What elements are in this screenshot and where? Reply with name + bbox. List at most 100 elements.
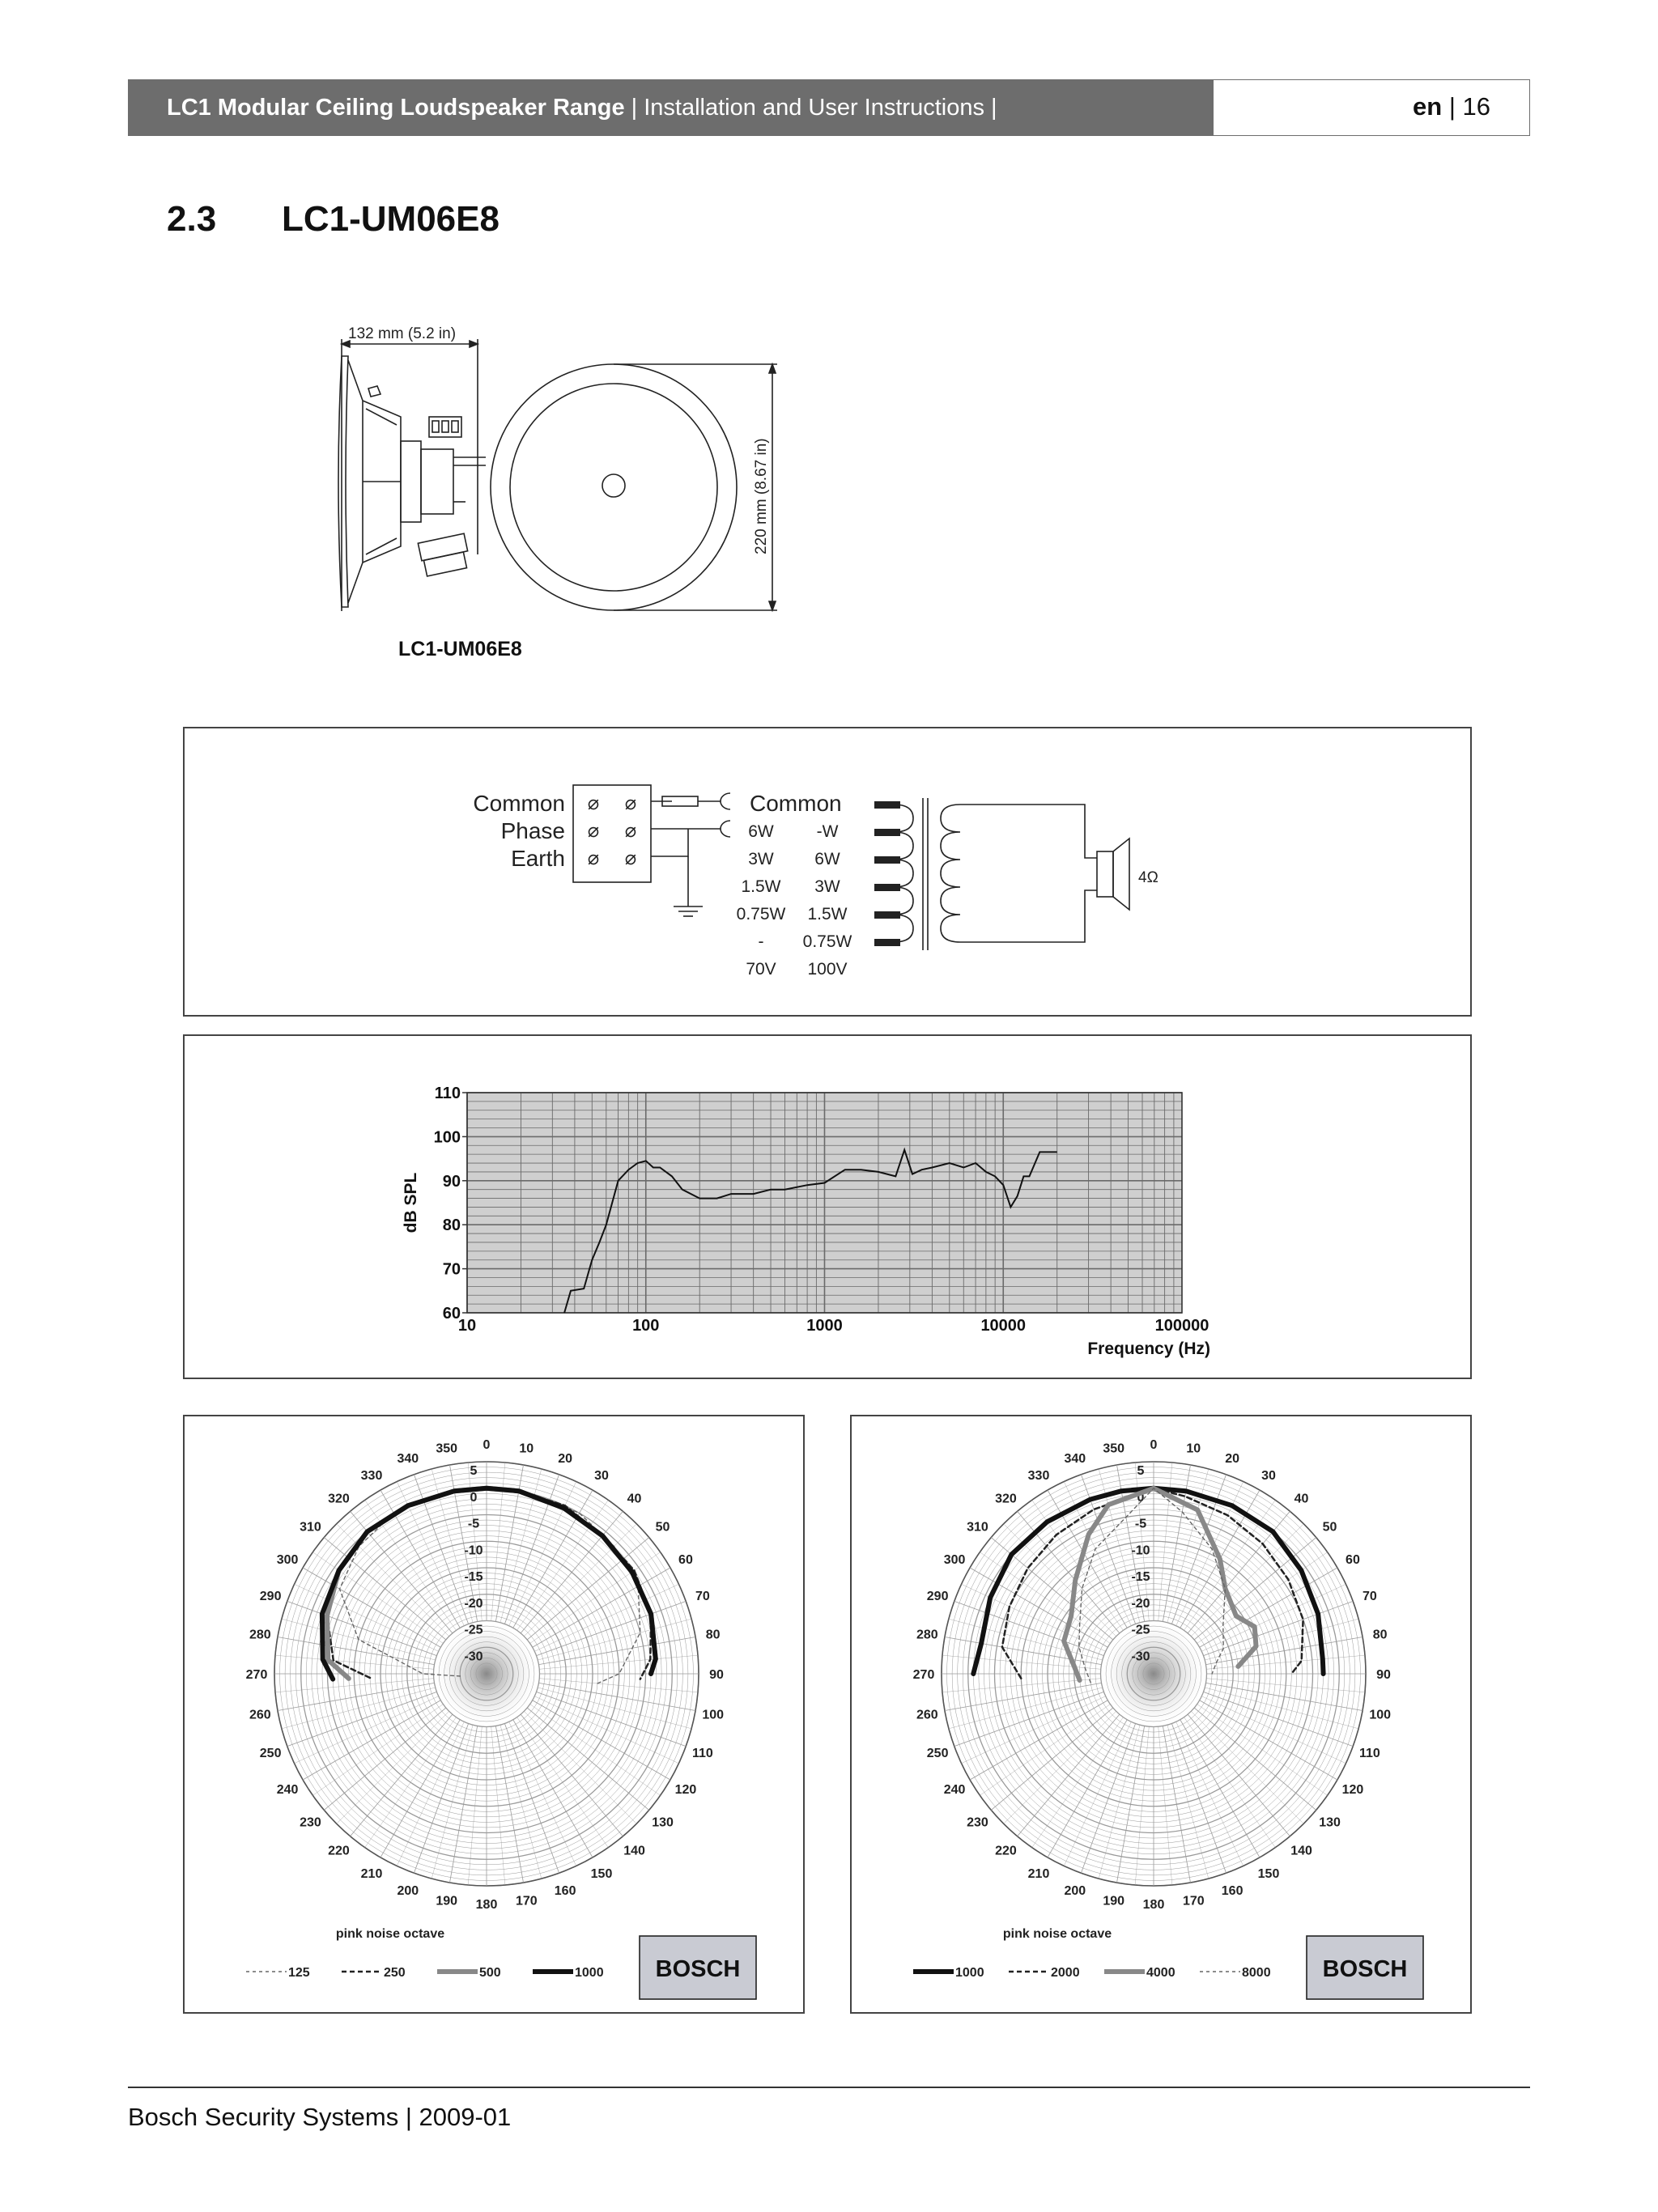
- angle-tick-label: 190: [1103, 1895, 1124, 1908]
- x-axis-label: Frequency (Hz): [1087, 1340, 1210, 1358]
- response-curve: [563, 1147, 1057, 1314]
- bosch-logo-box: [639, 1935, 757, 2000]
- x-tick-label: 10: [458, 1317, 476, 1335]
- angle-tick-label: 180: [1143, 1898, 1165, 1912]
- angle-tick-label: 110: [1359, 1747, 1380, 1760]
- header-title-bar: LC1 Modular Ceiling Loudspeaker Range | …: [128, 79, 1213, 136]
- angle-tick-label: 20: [558, 1452, 572, 1466]
- angle-tick-label: 280: [916, 1628, 938, 1642]
- angle-tick-label: 40: [1295, 1492, 1309, 1505]
- angle-tick-label: 260: [249, 1708, 271, 1722]
- angle-tick-label: 200: [397, 1884, 419, 1898]
- legend-label-2000: 2000: [1051, 1966, 1080, 1980]
- angle-tick-label: 70: [1363, 1590, 1377, 1603]
- angle-tick-label: 130: [1319, 1816, 1341, 1830]
- legend-label-125: 125: [288, 1966, 310, 1980]
- angle-tick-label: 100: [1369, 1708, 1391, 1722]
- angle-tick-label: 140: [1290, 1845, 1312, 1858]
- db-tick-label: 5: [1137, 1464, 1145, 1478]
- angle-tick-label: 30: [1261, 1469, 1276, 1483]
- angle-tick-label: 300: [944, 1553, 966, 1567]
- tap-wires: [874, 801, 900, 946]
- db-tick-label: -30: [1131, 1649, 1150, 1663]
- section-title: LC1-UM06E8: [282, 199, 500, 239]
- angle-tick-label: 160: [1222, 1884, 1244, 1898]
- angle-tick-label: 330: [1028, 1469, 1050, 1483]
- legend-label-250: 250: [384, 1966, 406, 1980]
- footer-text: Bosch Security Systems | 2009-01: [128, 2103, 512, 2131]
- product-title: LC1 Modular Ceiling Loudspeaker Range: [167, 95, 625, 121]
- angle-tick-label: 50: [656, 1520, 670, 1534]
- db-tick-label: 0: [470, 1491, 478, 1505]
- angle-tick-label: 40: [627, 1492, 642, 1505]
- y-tick-label: 80: [443, 1216, 461, 1234]
- angle-tick-label: 10: [519, 1441, 534, 1455]
- polar-center-shade: [1100, 1620, 1207, 1727]
- angle-tick-label: 210: [1028, 1867, 1050, 1881]
- db-tick-label: -15: [464, 1570, 483, 1584]
- angle-tick-label: 240: [277, 1783, 299, 1797]
- terminal-label-phase: Phase: [501, 818, 565, 843]
- angle-tick-label: 80: [706, 1628, 721, 1642]
- header-page-box: en | 16: [1213, 79, 1530, 136]
- angle-tick-label: 340: [1065, 1452, 1086, 1466]
- plot-frame: [466, 1092, 1183, 1314]
- section-number: 2.3: [167, 199, 217, 239]
- tap-70v-4: 0.75W: [737, 905, 786, 923]
- angle-tick-label: 100: [702, 1708, 724, 1722]
- db-tick-label: -15: [1131, 1570, 1150, 1584]
- polar-caption: pink noise octave: [1003, 1927, 1112, 1941]
- x-tick-label: 100: [632, 1317, 659, 1335]
- angle-tick-label: 250: [927, 1747, 949, 1760]
- angle-tick-label: 140: [623, 1845, 645, 1858]
- angle-tick-label: 310: [967, 1520, 988, 1534]
- bosch-logo-text: BOSCH: [1323, 1956, 1408, 1982]
- svg-text:⌀: ⌀: [588, 820, 599, 842]
- db-tick-label: -5: [1135, 1518, 1146, 1531]
- bosch-logo-text: BOSCH: [656, 1956, 741, 1982]
- angle-tick-label: 80: [1373, 1628, 1388, 1642]
- legend-label-4000: 4000: [1146, 1966, 1175, 1980]
- angle-tick-label: 50: [1323, 1520, 1337, 1534]
- angle-tick-label: 220: [328, 1845, 350, 1858]
- angle-tick-label: 330: [361, 1469, 383, 1483]
- angle-tick-label: 350: [1103, 1441, 1124, 1455]
- tap-70v-3: 1.5W: [741, 877, 780, 896]
- wiring-diagram-box: [183, 727, 1472, 1017]
- db-tick-label: -30: [464, 1649, 483, 1663]
- polar-series-1000: [319, 1485, 658, 1682]
- db-tick-label: 5: [470, 1464, 478, 1478]
- angle-tick-label: 120: [1342, 1783, 1364, 1797]
- svg-text:⌀: ⌀: [625, 820, 636, 842]
- angle-tick-label: 90: [709, 1668, 724, 1682]
- common-label: Common: [750, 791, 842, 816]
- y-tick-label: 90: [443, 1173, 461, 1191]
- dimension-drawing: 132 mm (5.2 in) 220 mm (8.67 in): [338, 325, 777, 613]
- terminal-label-common: Common: [473, 791, 565, 816]
- polar-caption: pink noise octave: [336, 1927, 444, 1941]
- voltage-70v: 70V: [746, 960, 776, 979]
- db-tick-label: -5: [468, 1518, 479, 1531]
- angle-tick-label: 30: [594, 1469, 609, 1483]
- depth-label: 132 mm (5.2 in): [348, 325, 456, 342]
- angle-tick-label: 170: [516, 1895, 538, 1908]
- angle-tick-label: 240: [944, 1783, 966, 1797]
- bosch-logo-box: [1306, 1935, 1424, 2000]
- angle-tick-label: 110: [692, 1747, 713, 1760]
- angle-tick-label: 230: [300, 1816, 321, 1830]
- angle-tick-label: 60: [1346, 1553, 1360, 1567]
- y-tick-label: 60: [443, 1305, 461, 1323]
- y-tick-label: 110: [435, 1085, 461, 1102]
- angle-tick-label: 120: [675, 1783, 697, 1797]
- impedance-label: 4Ω: [1138, 869, 1158, 886]
- terminal-symbols: ⌀⌀ ⌀⌀ ⌀⌀: [588, 792, 636, 869]
- angle-tick-label: 270: [246, 1668, 268, 1682]
- angle-tick-label: 320: [995, 1492, 1017, 1505]
- db-tick-label: -20: [1131, 1597, 1150, 1611]
- angle-tick-label: 300: [277, 1553, 299, 1567]
- wiring-diagram: Common Phase Earth ⌀⌀ ⌀⌀ ⌀⌀: [473, 784, 1158, 979]
- angle-tick-label: 150: [591, 1867, 613, 1881]
- tap-100v-1: -W: [817, 822, 839, 841]
